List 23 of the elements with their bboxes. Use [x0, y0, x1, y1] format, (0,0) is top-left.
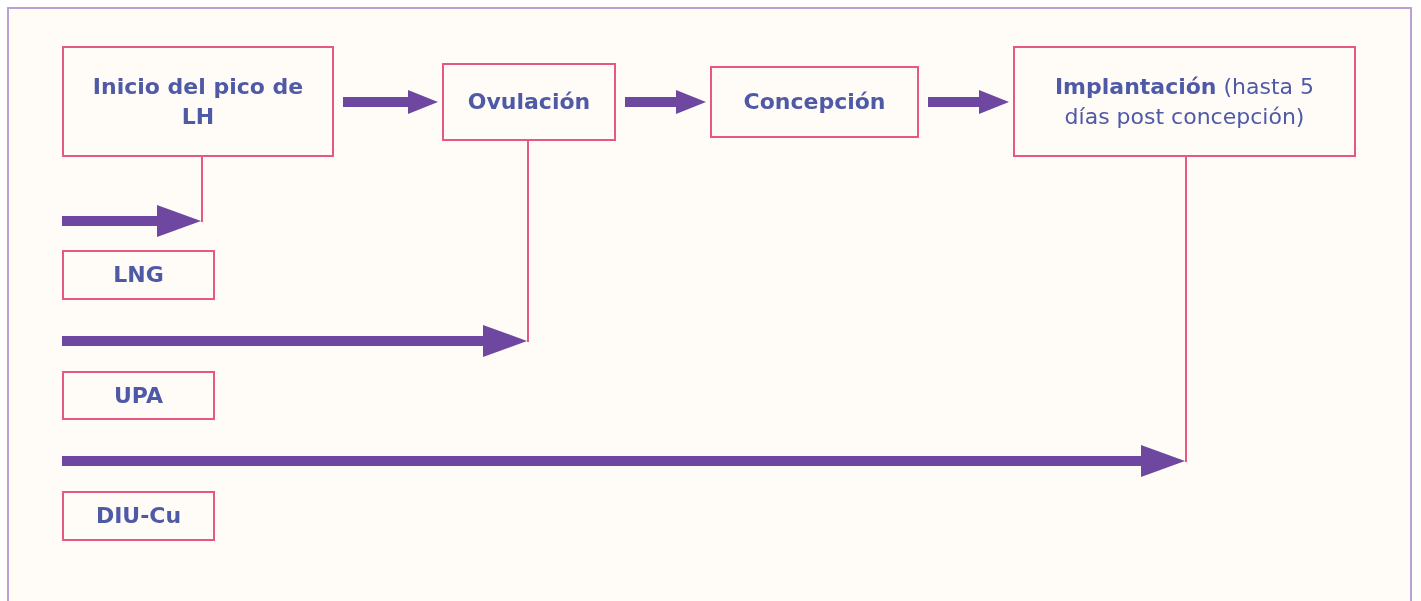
arrow: [625, 90, 706, 114]
method-label: LNG: [113, 261, 164, 290]
marker-line: [1185, 157, 1187, 462]
stage-label: Ovulación: [467, 88, 591, 117]
arrow: [343, 90, 438, 114]
stage-box: [442, 63, 616, 141]
stage-box: [1013, 46, 1356, 157]
stage-label: Concepción: [743, 88, 886, 117]
method-label: UPA: [114, 381, 163, 410]
arrow: [62, 445, 1185, 477]
method-box: [62, 491, 215, 541]
stage-box: [710, 66, 919, 138]
arrow: [62, 325, 527, 357]
method-box: [62, 371, 215, 420]
arrow: [928, 90, 1009, 114]
arrow: [62, 205, 201, 237]
stage-label: Implantación (hasta 5 días post concepción): [1053, 72, 1316, 131]
method-label: DIU-Cu: [95, 502, 182, 531]
marker-line: [201, 157, 203, 222]
stage-label: Inicio del pico de LH: [91, 72, 305, 131]
stage-box: [62, 46, 334, 157]
marker-line: [527, 141, 529, 342]
method-box: [62, 250, 215, 300]
